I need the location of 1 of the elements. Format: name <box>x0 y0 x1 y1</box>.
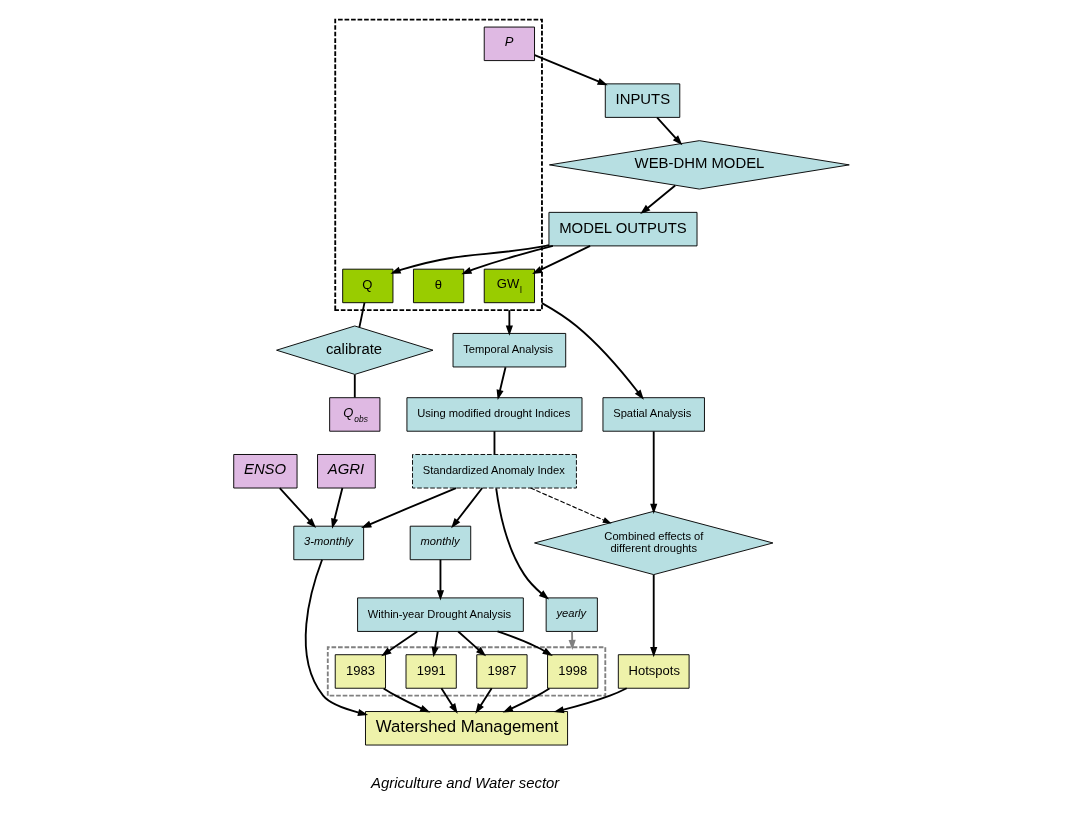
node-label: Agriculture and Water sector <box>371 774 560 791</box>
